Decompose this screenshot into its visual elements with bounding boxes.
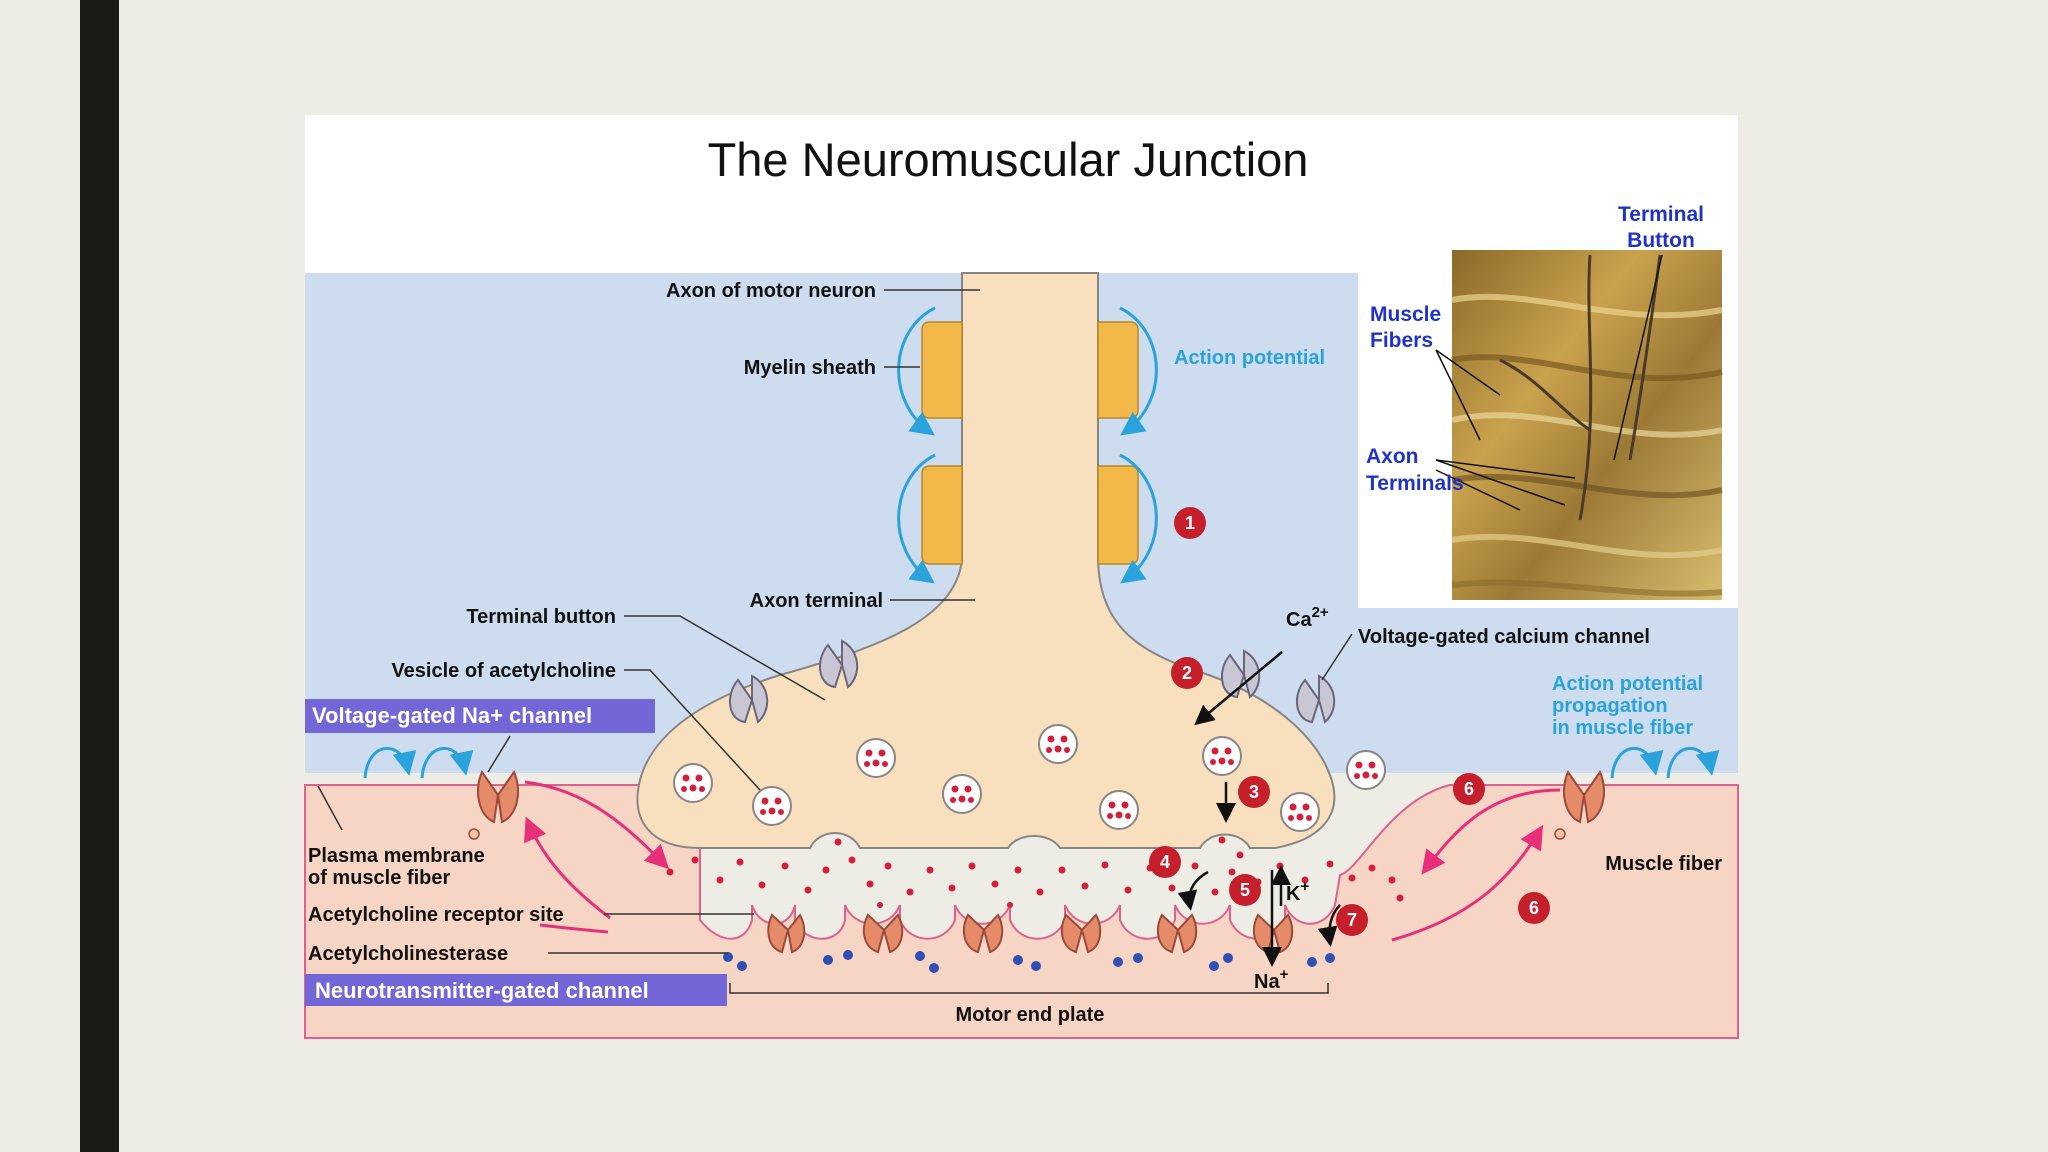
myelin-sheath-segment (1097, 321, 1139, 419)
acetylcholine-receptor-site-label: Acetylcholine receptor site (308, 904, 564, 926)
muscle-fiber-label: Muscle fiber (1605, 853, 1722, 875)
axon-terminal-label: Axon terminal (750, 590, 883, 612)
myelin-sheath-segment (1097, 465, 1139, 565)
potassium-ion-label: K+ (1286, 878, 1309, 905)
potassium-ion-charge: + (1300, 878, 1309, 895)
photo-muscle-fibers-label-line1: Muscle (1370, 303, 1441, 326)
step-badge-3-number: 3 (1249, 782, 1259, 802)
calcium-ion-symbol: Ca (1286, 609, 1312, 631)
voltage-gated-na-channel-box (305, 699, 655, 733)
sodium-ion-symbol: Na (1254, 971, 1280, 993)
voltage-gated-calcium-channels (729, 639, 1335, 724)
step-badge-6-lower (1518, 892, 1550, 924)
process-arrows (1177, 651, 1341, 967)
step-badge-1 (1174, 507, 1206, 539)
neurotransmitter-gated-channels (767, 913, 1294, 954)
photo-muscle-fibers-label-line2: Fibers (1370, 329, 1433, 352)
step-badge-1-number: 1 (1185, 513, 1195, 533)
action-potential-label: Action potential (1174, 347, 1325, 369)
plasma-membrane-label-line1: Plasma membrane (308, 845, 485, 867)
voltage-gated-na-channel-label: Voltage-gated Na+ channel (312, 703, 592, 728)
step-badge-6-upper-number: 6 (1464, 779, 1474, 799)
voltage-gated-calcium-channel-label: Voltage-gated calcium channel (1358, 626, 1650, 648)
acetylcholine-vesicles (673, 724, 1386, 832)
terminal-button-label: Terminal button (466, 606, 616, 628)
step-badge-4-number: 4 (1160, 852, 1170, 872)
photo-terminal-button-label-line2: Button (1627, 229, 1695, 252)
acetylcholine-in-cleft (666, 836, 1404, 908)
acetylcholinesterase-label: Acetylcholinesterase (308, 943, 508, 965)
potassium-ion-symbol: K (1286, 883, 1301, 905)
ap-propagation-label-line2: propagation (1552, 695, 1668, 717)
photo-axon-terminals-label-line1: Axon (1366, 445, 1419, 468)
sodium-ion-label: Na+ (1254, 966, 1289, 993)
axon-of-motor-neuron-label: Axon of motor neuron (666, 280, 876, 302)
motor-end-plate-label: Motor end plate (956, 1004, 1105, 1026)
step-badge-6-lower-number: 6 (1529, 898, 1539, 918)
muscle-action-potential-arrows (363, 746, 1720, 779)
photo-terminal-button-label-line1: Terminal (1618, 203, 1704, 226)
step-badge-5-number: 5 (1240, 880, 1250, 900)
voltage-gated-sodium-channels (477, 769, 1605, 824)
myelin-sheath-segment (921, 465, 963, 565)
step-badge-4 (1149, 846, 1181, 878)
channel-gate (1554, 828, 1566, 840)
leader-lines (317, 289, 1353, 994)
step-badge-3 (1238, 776, 1270, 808)
step-badge-2-number: 2 (1182, 663, 1192, 683)
step-badge-6-upper (1453, 773, 1485, 805)
calcium-ion-label: Ca2+ (1286, 604, 1329, 631)
myelin-sheath-segment (921, 321, 963, 419)
step-badge-7 (1336, 904, 1368, 936)
photo-axon-terminals-label-line2: Terminals (1366, 472, 1464, 495)
channel-gate (468, 828, 480, 840)
neurotransmitter-gated-channel-box (305, 974, 727, 1006)
step-badge-5 (1229, 874, 1261, 906)
local-current-arrows (524, 780, 1561, 942)
vesicle-label: Vesicle of acetylcholine (391, 660, 616, 682)
figure-title: The Neuromuscular Junction (708, 133, 1309, 186)
ap-propagation-label-line3: in muscle fiber (1552, 717, 1693, 739)
step-badge-7-number: 7 (1347, 910, 1357, 930)
plasma-membrane-label-line2: of muscle fiber (308, 867, 450, 889)
step-badge-2 (1171, 657, 1203, 689)
ap-propagation-label-line1: Action potential (1552, 673, 1703, 695)
sodium-ion-charge: + (1280, 966, 1289, 983)
myelin-sheath-label: Myelin sheath (744, 357, 876, 379)
neurotransmitter-gated-channel-label: Neurotransmitter-gated channel (315, 978, 649, 1003)
calcium-ion-charge: 2+ (1312, 604, 1329, 621)
micrograph-pointer-lines (1435, 254, 1663, 511)
acetylcholinesterase-molecules (723, 950, 1335, 973)
side-accent-bar (80, 0, 119, 1152)
